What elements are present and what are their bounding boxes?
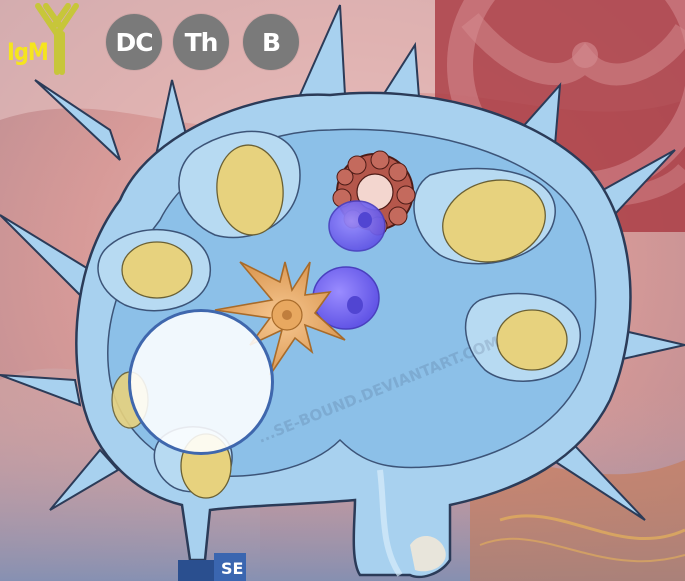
- igm-label: IgM: [7, 38, 48, 66]
- selection-circle[interactable]: [128, 309, 274, 455]
- b-button[interactable]: B: [243, 14, 299, 70]
- b-cell[interactable]: [329, 201, 385, 251]
- svg-text:SE: SE: [221, 559, 243, 578]
- dc-button[interactable]: DC: [106, 14, 162, 70]
- th-button[interactable]: Th: [173, 14, 229, 70]
